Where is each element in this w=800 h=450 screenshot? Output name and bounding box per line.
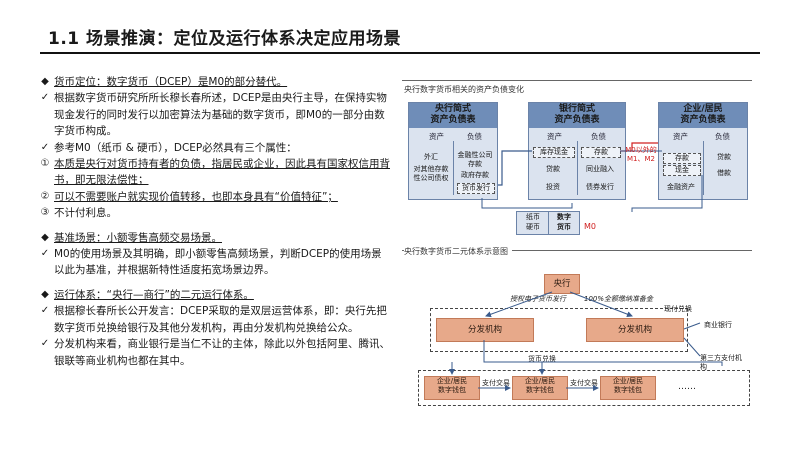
list-item: ① 本质是央行对货币持有者的负债，指居民或企业，因此具有国家权信用背书，即无限法… xyxy=(40,158,390,187)
two-tier-diagram: 央行数字货币二元体系示意图 央行 授权电子货币发行 100%全额缴纳准备金 分发… xyxy=(402,246,752,426)
wallet-3: 企业/居民 数字钱包 xyxy=(600,376,656,400)
diagram-caption: 央行数字货币二元体系示意图 xyxy=(404,246,512,257)
wallet-2: 企业/居民 数字钱包 xyxy=(512,376,568,400)
list-item: ③ 不计付利息。 xyxy=(40,207,117,220)
balance-sheet-diagram: 央行数字货币相关的资产负债变化 央行简式资产负债表 资产 负债 外汇 对其他存款… xyxy=(402,80,752,212)
list-item: ✓ 根据穆长春所长公开发言：DCEP采取的是双层运营体系，即：央行先把数字货币兑… xyxy=(40,305,387,334)
section-heading: ◆ 基准场景：小额零售高频交易场景。 xyxy=(36,230,392,246)
left-text-column: ◆ 货币定位：数字货币（DCEP）是M0的部分替代。 ✓ 根据数字货币研究所所长… xyxy=(36,74,392,369)
distributor-group xyxy=(430,308,688,352)
list-item: ✓ 根据数字货币研究所所长穆长春所述，DCEP是由央行主导，在保持实物现金发行的… xyxy=(40,92,387,138)
title-underline xyxy=(40,52,760,54)
sheet-connectors xyxy=(481,142,703,212)
central-bank-node: 央行 xyxy=(544,274,580,294)
central-bank-sheet: 央行简式资产负债表 资产 负债 外汇 对其他存款性公司债权 金融性公司存款 政府… xyxy=(408,102,498,200)
diamond-bullet-icon: ◆ xyxy=(41,231,49,243)
distributor-right: 分发机构 xyxy=(586,318,684,342)
diamond-bullet-icon: ◆ xyxy=(41,76,49,87)
page-title: 1.1 场景推演：定位及运行体系决定应用场景 xyxy=(48,29,402,49)
section-heading: ◆ 货币定位：数字货币（DCEP）是M0的部分替代。 xyxy=(36,74,392,90)
m0-label: M0 xyxy=(584,222,596,231)
list-item: ✓ 参考M0（纸币 & 硬币），DCEP必然具有三个属性： xyxy=(40,141,297,154)
m0-note: M0以外的 M1、M2 xyxy=(625,146,657,163)
list-item: ✓ 分发机构来看，商业银行是当仁不让的主体，除此以外包括阿里、腾讯、银联等商业机… xyxy=(40,338,390,367)
list-item: ✓ M0的使用场景及其明确，即小额零售高频场景，判断DCEP的使用场景以此为基准… xyxy=(40,248,382,277)
diamond-bullet-icon: ◆ xyxy=(41,288,49,300)
paper-coin-box: 纸币 硬币 xyxy=(516,211,550,235)
flow-arrows xyxy=(449,291,723,391)
household-sheet: 企业/居民资产负债表 资产 负债 存款 现金 金融资产 贷款 借款 xyxy=(658,102,748,200)
digital-money-box: 数字 货币 xyxy=(548,211,580,235)
list-item: ② 可以不需要账户就实现价值转移，也即本身具有“价值特征”； xyxy=(40,190,338,203)
wallet-group xyxy=(418,370,750,406)
distributor-left: 分发机构 xyxy=(436,318,534,342)
section-heading: ◆ 运行体系：“央行—商行”的二元运行体系。 xyxy=(36,287,392,303)
diagram-caption: 央行数字货币相关的资产负债变化 xyxy=(404,85,524,94)
